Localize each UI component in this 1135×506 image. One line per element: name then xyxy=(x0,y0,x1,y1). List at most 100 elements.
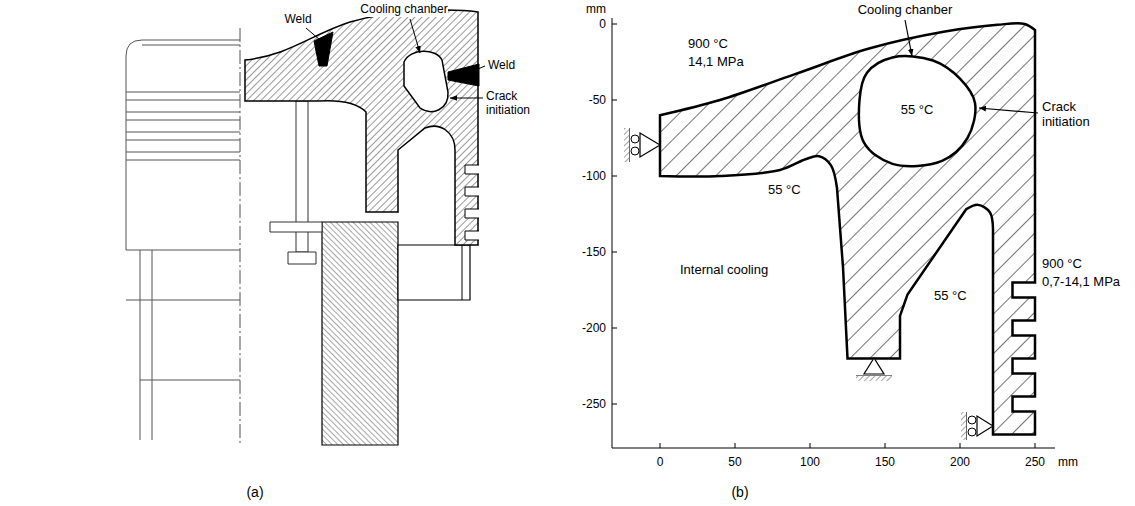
label-holder: (a) xyxy=(246,484,263,500)
ring-groove xyxy=(465,187,480,196)
ring-groove xyxy=(465,165,480,174)
y-axis xyxy=(612,18,613,448)
label-holder: -50 xyxy=(589,93,606,108)
figure-label: Crack initiation xyxy=(1042,100,1108,130)
skirt-line xyxy=(140,250,141,440)
label-holder: -100 xyxy=(582,169,606,184)
piston-rod-section xyxy=(322,222,398,445)
skirt-line xyxy=(152,250,153,440)
figure-label: Weld xyxy=(488,59,515,73)
label-holder: 14,1 MPa xyxy=(688,54,744,70)
leader-arrow xyxy=(979,108,1038,113)
leader-line xyxy=(306,28,320,40)
leader-arrow xyxy=(410,19,420,53)
skirt-line xyxy=(140,380,240,381)
ring-line xyxy=(126,140,240,141)
roller xyxy=(631,147,639,155)
figure-label: 150 xyxy=(875,456,895,470)
figure-label: Crack initiation xyxy=(486,90,546,118)
label-holder: -200 xyxy=(582,321,606,336)
support-hatch xyxy=(624,128,629,162)
skirt-line xyxy=(126,300,240,301)
figure-label: 0,7-14,1 MPa xyxy=(1042,275,1120,290)
weld-seam xyxy=(448,64,479,86)
figure-label: 55 °C xyxy=(901,103,934,118)
figure-label: (b) xyxy=(731,484,748,500)
label-holder: 55 °C xyxy=(934,288,967,304)
roller-support xyxy=(640,133,660,157)
x-tick xyxy=(960,443,961,448)
crown-section xyxy=(245,10,478,245)
label-holder: 250 xyxy=(1025,455,1045,470)
label-holder: Weld xyxy=(284,12,311,27)
fe-model xyxy=(612,18,1055,448)
label-holder: 0,7-14,1 MPa xyxy=(1042,274,1120,290)
piston-drawing xyxy=(126,10,485,445)
x-tick xyxy=(735,443,736,448)
y-tick xyxy=(612,328,617,329)
leader-arrow xyxy=(450,98,483,99)
ring-line xyxy=(126,100,240,101)
model-section xyxy=(660,23,1035,434)
figure-label: mm xyxy=(586,3,606,17)
ring-groove-edge xyxy=(465,231,479,240)
label-holder: 50 xyxy=(728,455,741,470)
figure-label: Internal cooling xyxy=(680,263,768,278)
ring-groove-edge xyxy=(465,209,479,218)
label-holder: 900 °C xyxy=(1042,256,1082,272)
label-holder: mm xyxy=(586,2,606,17)
figure-label: -150 xyxy=(582,246,606,260)
figure-label: -100 xyxy=(582,170,606,184)
label-holder: -150 xyxy=(582,245,606,260)
leader-line xyxy=(466,66,485,74)
roller xyxy=(968,416,976,424)
cooling-chamber xyxy=(404,51,448,111)
figure-label: 200 xyxy=(950,456,970,470)
roller xyxy=(631,135,639,143)
label-holder: 0 xyxy=(599,17,606,32)
ring-line xyxy=(126,120,240,121)
ring-groove-edge xyxy=(465,187,479,196)
ring-groove-edge xyxy=(465,165,479,174)
figure-label: 250 xyxy=(1025,456,1045,470)
label-holder: 0 xyxy=(657,455,664,470)
label-holder: Crack initiation xyxy=(486,90,546,118)
ring-line xyxy=(126,132,240,133)
figure-label: 14,1 MPa xyxy=(688,55,744,70)
skirt-block xyxy=(398,245,470,300)
figure-label: 100 xyxy=(800,456,820,470)
x-tick xyxy=(660,443,661,448)
x-axis xyxy=(612,448,1055,449)
crown-edge-line xyxy=(142,45,240,46)
figure-label: Cooling chanber xyxy=(858,3,953,18)
label-holder: 100 xyxy=(800,455,820,470)
support-hatch xyxy=(856,376,892,381)
figure-label: -250 xyxy=(582,398,606,412)
bolt-line xyxy=(462,245,463,300)
roller xyxy=(968,428,976,436)
label-holder: (b) xyxy=(731,484,748,500)
y-tick xyxy=(612,100,617,101)
label-holder: Cooling chanber xyxy=(858,2,953,18)
y-tick xyxy=(612,252,617,253)
label-holder: 55 °C xyxy=(901,102,934,118)
ring-line xyxy=(126,152,240,153)
label-holder: mm xyxy=(1058,455,1078,470)
figure-label: 0 xyxy=(599,18,606,32)
cooling-chamber xyxy=(859,56,976,166)
x-tick xyxy=(1035,443,1036,448)
label-holder: -250 xyxy=(582,397,606,412)
figure-label: 0 xyxy=(657,456,664,470)
label-holder: 55 °C xyxy=(768,182,801,198)
y-tick xyxy=(612,404,617,405)
pin-support xyxy=(864,358,884,374)
label-holder: Crack initiation xyxy=(1042,100,1108,130)
figure-label: 50 xyxy=(728,456,741,470)
ring-groove xyxy=(465,209,480,218)
figure-label: 900 °C xyxy=(688,37,728,52)
label-holder: 200 xyxy=(950,455,970,470)
leader-arrow xyxy=(905,20,912,56)
figure-label: 900 °C xyxy=(1042,257,1082,272)
